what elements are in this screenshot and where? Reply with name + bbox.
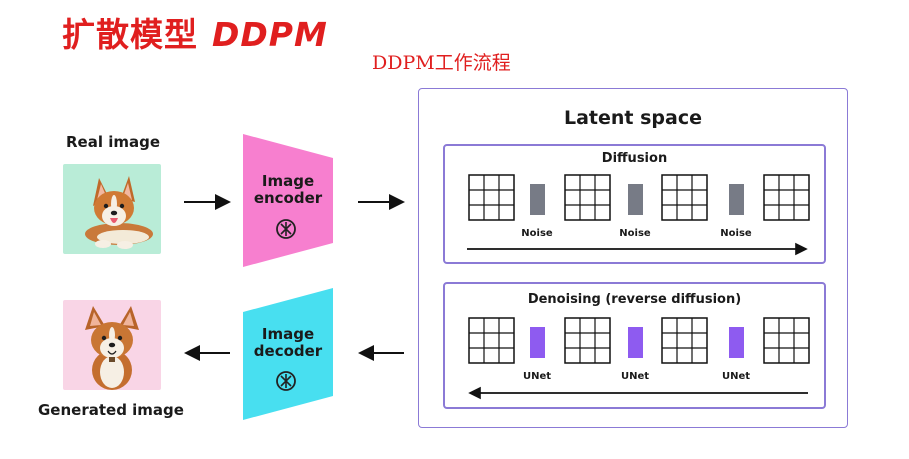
noise-block-1 (530, 184, 545, 215)
encoder-label: Image encoder (243, 173, 333, 207)
real-image-label: Real image (66, 133, 161, 151)
noise-label-3: Noise (720, 228, 752, 239)
latent-space-title: Latent space (563, 107, 702, 129)
denoising-latent-grid-4 (763, 317, 810, 364)
encoder-label-line1: Image (261, 172, 315, 190)
diffusion-latent-grid-4 (763, 174, 810, 221)
diffusion-title: Diffusion (601, 151, 668, 166)
unet-label-3: UNet (721, 371, 751, 382)
unet-block-1 (530, 327, 545, 358)
denoising-latent-grid-1 (468, 317, 515, 364)
corgi-lying-photo (85, 176, 153, 249)
unet-label-1: UNet (522, 371, 552, 382)
noise-label-2: Noise (619, 228, 651, 239)
main-title: 扩散模型 DDPM (62, 8, 328, 56)
noise-block-3 (729, 184, 744, 215)
decoder-label-line1: Image (261, 325, 315, 343)
diffusion-latent-grid-2 (564, 174, 611, 221)
generated-image-label: Generated image (38, 401, 184, 419)
denoising-latent-grid-2 (564, 317, 611, 364)
decoder-trapezoid (243, 288, 333, 420)
encoder-sparkle-icon (276, 219, 296, 239)
unet-block-2 (628, 327, 643, 358)
title-chinese: 扩散模型 (62, 15, 198, 54)
corgi-sitting-photo (85, 306, 139, 390)
encoder-trapezoid (243, 134, 333, 267)
latent-space-box (418, 88, 848, 428)
subtitle: DDPM工作流程 (372, 52, 511, 74)
diffusion-panel (443, 144, 826, 264)
denoising-latent-grid-3 (661, 317, 708, 364)
noise-label-1: Noise (521, 228, 553, 239)
decoder-label: Image decoder (243, 326, 333, 360)
title-latin: DDPM (212, 15, 328, 54)
unet-label-2: UNet (620, 371, 650, 382)
decoder-label-line2: decoder (253, 342, 323, 360)
generated-image (63, 300, 161, 390)
diffusion-latent-grid-3 (661, 174, 708, 221)
real-image (63, 164, 161, 254)
encoder-label-line2: encoder (253, 189, 323, 207)
denoising-panel (443, 282, 826, 409)
noise-block-2 (628, 184, 643, 215)
decoder-sparkle-icon (276, 371, 296, 391)
unet-block-3 (729, 327, 744, 358)
denoising-title: Denoising (reverse diffusion) (527, 292, 742, 307)
diffusion-latent-grid-1 (468, 174, 515, 221)
